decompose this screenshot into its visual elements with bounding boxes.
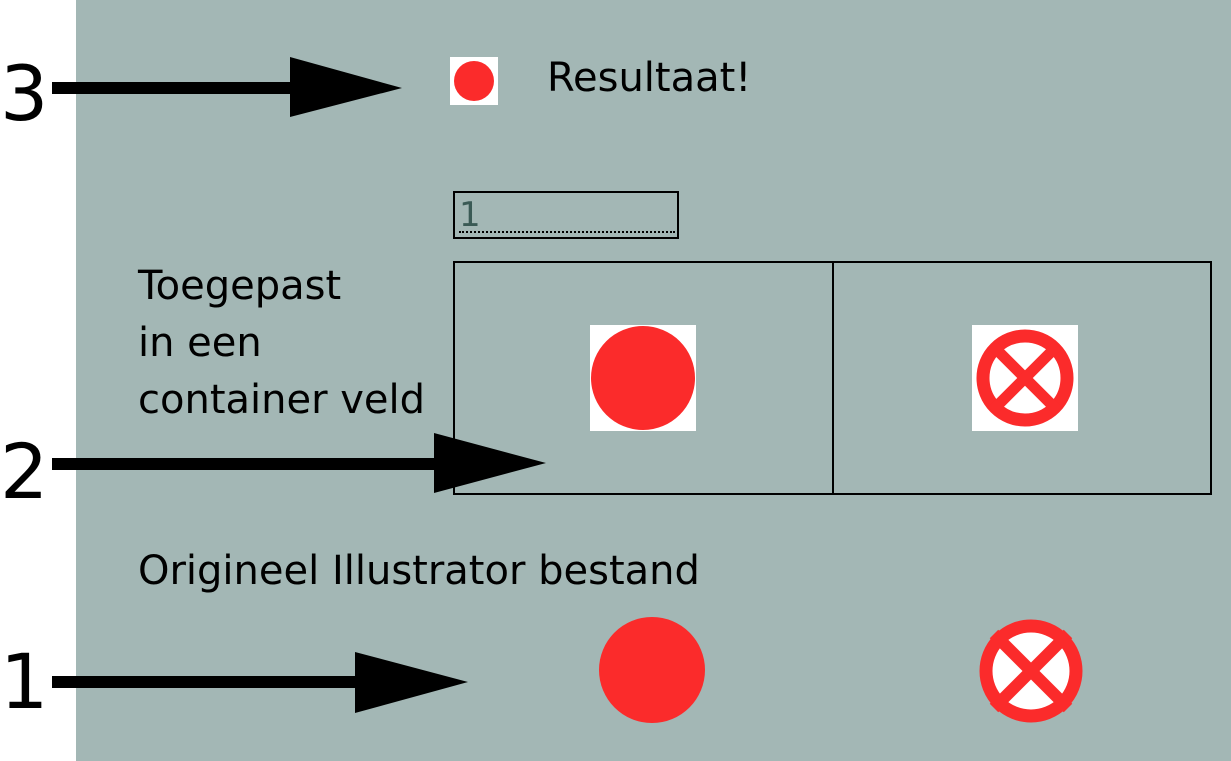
input-value: 1 (459, 195, 481, 235)
input-dotted-underline (459, 231, 675, 233)
arrow-3 (52, 57, 402, 117)
container-label-line-3: container veld (138, 376, 426, 423)
container-field[interactable] (453, 261, 1212, 495)
crossed-circle-icon (979, 619, 1083, 723)
step-number-1: 1 (0, 637, 49, 726)
arrow-2 (52, 433, 546, 493)
number-input-field[interactable]: 1 (453, 191, 679, 239)
result-label: Resultaat! (547, 55, 752, 101)
crossed-circle-icon (976, 329, 1074, 427)
container-label-line-1: Toegepast (138, 263, 342, 309)
red-dot-icon (599, 617, 705, 723)
arrow-1 (52, 652, 468, 713)
step-number-3: 3 (0, 49, 49, 138)
container-divider (832, 263, 834, 493)
container-label-line-2: in een (138, 319, 262, 366)
original-label: Origineel Illustrator bestand (138, 548, 700, 594)
container-label: Toegepast in een container veld (138, 258, 425, 428)
step-number-2: 2 (0, 427, 49, 516)
red-dot-icon (591, 326, 695, 430)
red-dot-icon (454, 61, 494, 101)
